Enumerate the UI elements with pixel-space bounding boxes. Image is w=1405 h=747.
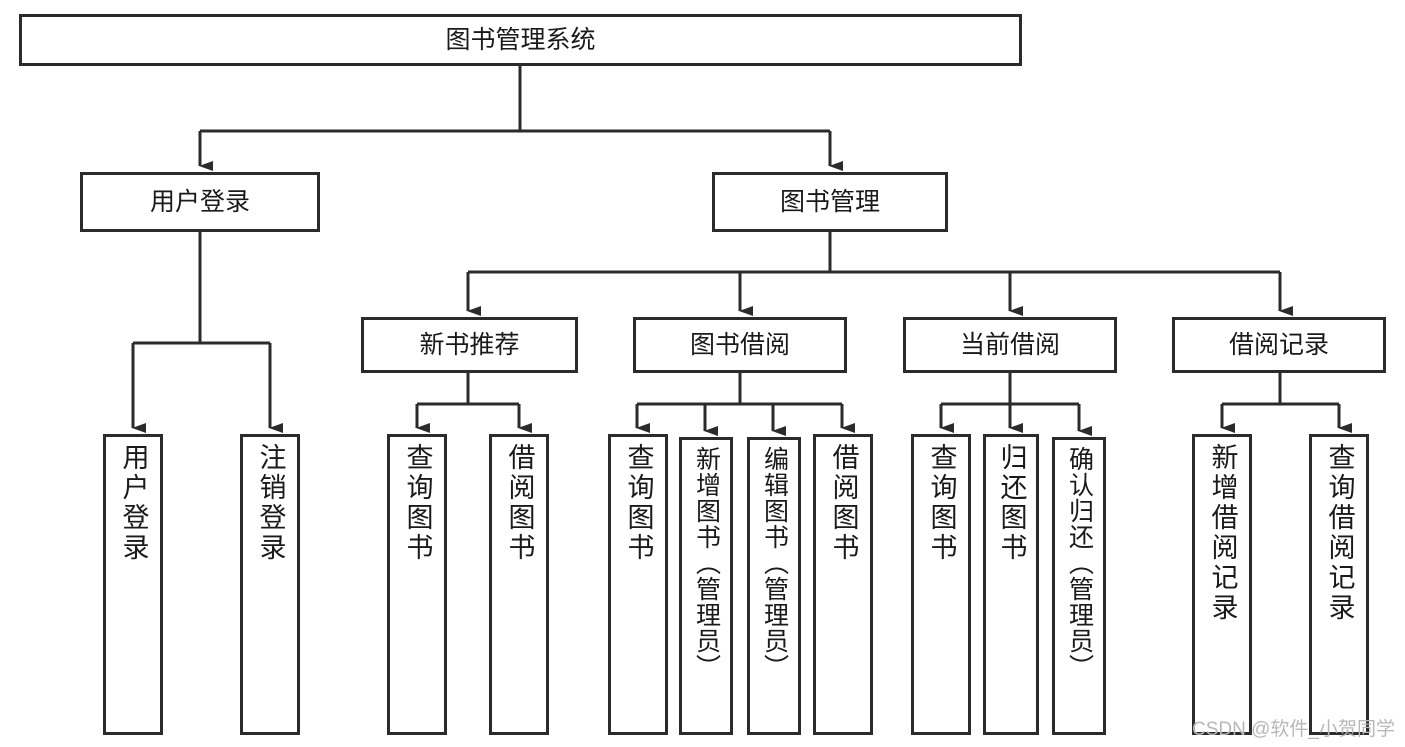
node-user-login[interactable]: 用户登录 xyxy=(80,172,320,232)
leaf-borrow-records-query-label: 查询借阅记录 xyxy=(1324,443,1355,623)
leaf-borrow-books-borrow[interactable]: 借阅图书 xyxy=(813,434,873,735)
node-borrow-records-label: 借阅记录 xyxy=(1228,330,1329,359)
node-new-book-recommend-label: 新书推荐 xyxy=(419,330,520,359)
leaf-current-borrow-query[interactable]: 查询图书 xyxy=(911,434,971,735)
node-book-management[interactable]: 图书管理 xyxy=(712,172,948,232)
leaf-current-borrow-return[interactable]: 归还图书 xyxy=(983,434,1039,735)
leaf-borrow-records-add[interactable]: 新增借阅记录 xyxy=(1192,434,1252,735)
node-book-borrow-label: 图书借阅 xyxy=(689,330,790,359)
leaf-borrow-books-query-label: 查询图书 xyxy=(623,443,654,563)
node-current-borrow[interactable]: 当前借阅 xyxy=(903,317,1117,373)
leaf-borrow-books-query[interactable]: 查询图书 xyxy=(608,434,668,735)
leaf-user-login-logout[interactable]: 注销登录 xyxy=(240,434,300,735)
leaf-borrow-records-query[interactable]: 查询借阅记录 xyxy=(1309,434,1369,735)
leaf-new-books-query-label: 查询图书 xyxy=(402,443,433,563)
leaf-new-books-borrow[interactable]: 借阅图书 xyxy=(489,434,549,735)
node-current-borrow-label: 当前借阅 xyxy=(959,330,1060,359)
leaf-current-borrow-confirm[interactable]: 确认归还（管理员） xyxy=(1052,437,1106,735)
leaf-borrow-books-edit[interactable]: 编辑图书（管理员） xyxy=(747,437,801,735)
leaf-current-borrow-confirm-label: 确认归还（管理员） xyxy=(1065,446,1094,680)
leaf-borrow-records-add-label: 新增借阅记录 xyxy=(1207,443,1238,623)
leaf-user-login-logout-label: 注销登录 xyxy=(255,443,286,563)
leaf-current-borrow-return-label: 归还图书 xyxy=(996,443,1027,563)
node-borrow-records[interactable]: 借阅记录 xyxy=(1172,317,1386,373)
node-root-system[interactable]: 图书管理系统 xyxy=(19,14,1022,66)
node-new-book-recommend[interactable]: 新书推荐 xyxy=(361,317,578,373)
leaf-current-borrow-query-label: 查询图书 xyxy=(926,443,957,563)
node-book-borrow[interactable]: 图书借阅 xyxy=(633,317,847,373)
leaf-borrow-books-borrow-label: 借阅图书 xyxy=(828,443,859,563)
node-user-login-label: 用户登录 xyxy=(149,187,250,216)
leaf-user-login-login[interactable]: 用户登录 xyxy=(103,434,163,735)
leaf-borrow-books-add[interactable]: 新增图书（管理员） xyxy=(679,437,733,735)
node-root-system-label: 图书管理系统 xyxy=(445,25,596,54)
leaf-borrow-books-add-label: 新增图书（管理员） xyxy=(692,446,721,680)
leaf-borrow-books-edit-label: 编辑图书（管理员） xyxy=(760,446,789,680)
leaf-new-books-query[interactable]: 查询图书 xyxy=(387,434,447,735)
leaf-new-books-borrow-label: 借阅图书 xyxy=(504,443,535,563)
csdn-watermark: CSDN @软件_小贺同学 xyxy=(1192,719,1395,740)
node-book-management-label: 图书管理 xyxy=(779,187,880,216)
leaf-user-login-login-label: 用户登录 xyxy=(118,443,149,563)
